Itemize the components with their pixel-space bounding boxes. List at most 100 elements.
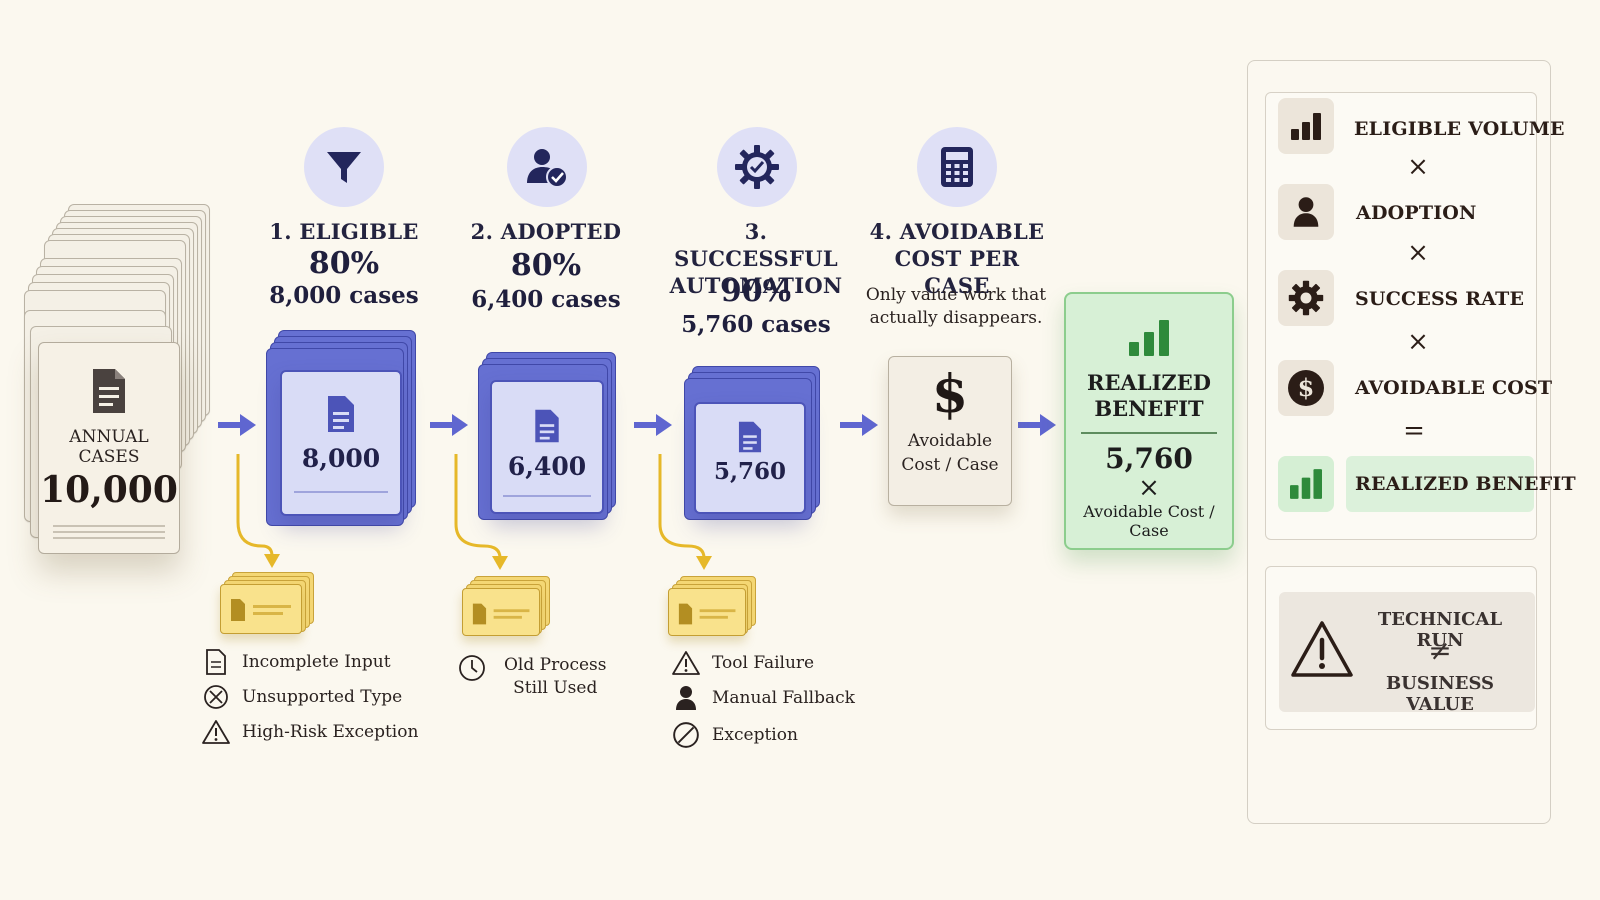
step-automation-percent: 90%: [720, 274, 792, 309]
warning-icon: [202, 720, 230, 744]
document-icon: [472, 603, 530, 625]
dollar-symbol: $: [931, 364, 969, 425]
card-line: [293, 491, 389, 493]
realized-benefit-value: 5,760: [1105, 442, 1193, 475]
dropout-reason-label: Exception: [712, 725, 798, 745]
dropout-reason-label: High-Risk Exception: [242, 722, 419, 742]
card-line: [53, 525, 165, 527]
annual-cases-label: ANNUAL CASES: [69, 427, 149, 467]
divider: [1081, 432, 1217, 434]
dropout-reason-item: Manual Fallback: [672, 684, 855, 712]
adopted-stack-value: 6,400: [507, 452, 587, 481]
multiply-operator: ×: [1407, 152, 1429, 182]
dropout-reason-item: Unsupported Type: [202, 683, 402, 711]
dropout-reason-label-line1: Old Process: [504, 655, 607, 675]
step-eligible-cases: 8,000 cases: [269, 282, 419, 309]
funnel-icon: [327, 152, 361, 183]
avoidable-cost-card: $ Avoidable Cost / Case: [888, 356, 1012, 506]
document-icon: [206, 649, 226, 675]
formula-label: AVOIDABLE COST: [1355, 377, 1553, 399]
warning-icon: [672, 651, 700, 675]
warning-line1: TECHNICAL RUN: [1377, 609, 1503, 651]
blocked-icon: [673, 722, 699, 748]
blocked-icon: [204, 685, 228, 709]
step-automation-icon-badge: [717, 127, 797, 207]
dropout-reason-label: Incomplete Input: [242, 652, 391, 672]
dollar-icon: $: [1288, 370, 1324, 406]
step-automation-title-line1: 3. SUCCESSFUL: [674, 219, 838, 271]
calculator-icon: [941, 147, 973, 187]
adopted-stack-card: 6,400: [490, 380, 604, 514]
formula-label: ELIGIBLE VOLUME: [1354, 118, 1565, 140]
realized-benefit-sub: Avoidable Cost / Case: [1083, 502, 1215, 540]
realized-benefit-title-line1: REALIZED: [1087, 370, 1211, 395]
dropout-arrow-icon: [658, 454, 712, 570]
arrow-right-icon: [1018, 414, 1056, 436]
formula-icon-badge: [1278, 270, 1334, 326]
user-check-icon: [527, 149, 568, 188]
document-icon: [231, 599, 291, 621]
bar-chart-icon: [1129, 320, 1169, 356]
person-icon: [1293, 197, 1319, 227]
step-cost-title-line1: 4. AVOIDABLE: [869, 219, 1045, 244]
step-automation-title-line2: AUTOMATION: [669, 273, 843, 298]
formula-icon-badge: [1278, 98, 1334, 154]
dropout-reason-label-line2: Still Used: [513, 678, 598, 698]
step-cost-title: 4. AVOIDABLE COST PER CASE: [866, 218, 1048, 299]
step-cost-title-line2: COST PER CASE: [894, 246, 1020, 298]
dropout-reason-label: Unsupported Type: [242, 687, 403, 707]
multiply-operator: ×: [1407, 238, 1429, 268]
automation-stack-value: 5,760: [713, 458, 787, 485]
step-automation-cases: 5,760 cases: [681, 311, 831, 338]
formula-label: SUCCESS RATE: [1355, 288, 1525, 310]
multiply-operator: ×: [1138, 473, 1160, 503]
arrow-right-icon: [840, 414, 878, 436]
card-line: [503, 495, 591, 497]
step-adopted-title: 2. ADOPTED: [470, 219, 622, 244]
card-line: [53, 531, 165, 533]
document-icon: [93, 369, 125, 413]
dropout-arrow-icon: [454, 454, 508, 570]
formula-icon-badge: [1278, 184, 1334, 240]
arrow-right-icon: [430, 414, 468, 436]
step-cost-note: Only value work that actually disappears…: [856, 284, 1056, 330]
warning-icon: [1291, 621, 1353, 677]
bar-chart-icon: [1290, 469, 1322, 499]
document-icon: [328, 396, 354, 432]
step-adopted-cases: 6,400 cases: [471, 286, 621, 313]
step-automation-title: 3. SUCCESSFUL AUTOMATION: [666, 218, 846, 299]
not-equal-operator: ≠: [1428, 634, 1452, 667]
avoidable-cost-label-line2: Cost / Case: [901, 455, 999, 475]
person-icon: [676, 686, 696, 710]
formula-label: ADOPTION: [1356, 202, 1477, 224]
step-cost-icon-badge: [917, 127, 997, 207]
eligible-stack-value: 8,000: [301, 444, 381, 473]
formula-result-highlight: [1346, 456, 1534, 512]
realized-benefit-card: REALIZED BENEFIT 5,760 × Avoidable Cost …: [1064, 292, 1234, 550]
warning-line2: BUSINESS VALUE: [1385, 673, 1495, 715]
document-icon: [535, 409, 559, 443]
gear-check-icon: [735, 145, 779, 189]
step-eligible-title: 1. ELIGIBLE: [269, 219, 419, 244]
dropout-reason-item: Old Process Still Used: [458, 654, 607, 700]
step-eligible-percent: 80%: [308, 246, 380, 281]
formula-icon-badge: [1278, 456, 1334, 512]
dropout-reason-label: Manual Fallback: [712, 688, 855, 708]
arrow-right-icon: [634, 414, 672, 436]
svg-text:$: $: [1298, 373, 1315, 402]
dropout-arrow-icon: [236, 454, 280, 568]
arrow-right-icon: [218, 414, 256, 436]
automation-stack-card: 5,760: [694, 402, 806, 514]
multiply-operator: ×: [1407, 327, 1429, 357]
eligible-stack-card: 8,000: [280, 370, 402, 516]
step-cost-note-line2: actually disappears.: [869, 308, 1043, 328]
bar-chart-icon: [1291, 113, 1321, 140]
annual-cases-card: ANNUAL CASES 10,000: [38, 342, 180, 554]
dropout-reason-item: Tool Failure: [672, 649, 814, 677]
step-adopted-percent: 80%: [510, 248, 582, 283]
avoidable-cost-label-line1: Avoidable: [907, 431, 993, 451]
dropout-reason-item: Exception: [672, 721, 798, 749]
annual-cases-value: 10,000: [40, 469, 178, 511]
document-icon: [678, 603, 736, 625]
step-cost-note-line1: Only value work that: [865, 285, 1047, 305]
